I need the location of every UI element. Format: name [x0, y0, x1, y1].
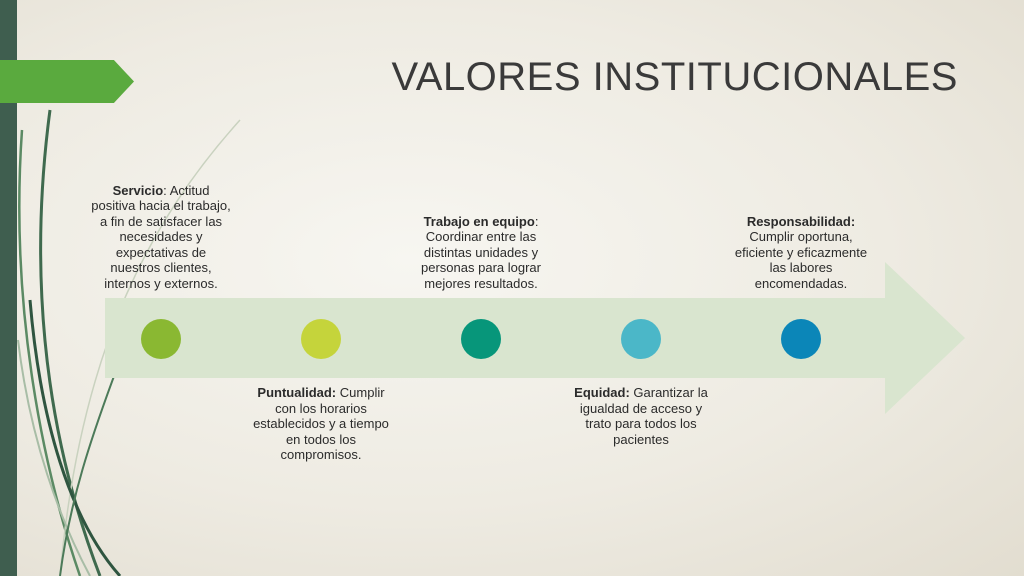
timeline-node-responsabilidad [781, 319, 821, 359]
value-name: Puntualidad: [257, 385, 337, 400]
value-label-servicio: Servicio: Actitud positiva hacia el trab… [91, 182, 231, 291]
value-label-puntualidad: Puntualidad: Cumplir con los horarios es… [251, 385, 391, 463]
value-description: Cumplir con los horarios establecidos y … [253, 385, 389, 462]
value-name: Responsabilidad: [746, 213, 856, 229]
timeline-node-puntualidad [301, 319, 341, 359]
value-label-trabajo-en-equipo: Trabajo en equipo: Coordinar entre las d… [421, 213, 541, 291]
value-description: Actitud positiva hacia el trabajo, a fin… [91, 182, 231, 291]
value-name: Equidad: [574, 385, 630, 400]
left-sidebar-bar [0, 0, 17, 576]
decorative-grass-lines [17, 109, 241, 576]
timeline-node-servicio [141, 319, 181, 359]
value-description: Coordinar entre las distintas unidades y… [421, 229, 541, 291]
timeline-node-equidad [621, 319, 661, 359]
value-description: Cumplir oportuna, eficiente y eficazment… [734, 229, 868, 291]
value-name: Trabajo en equipo [423, 213, 535, 229]
value-label-equidad: Equidad: Garantizar la igualdad de acces… [571, 385, 711, 447]
green-arrow-tab [0, 60, 134, 103]
value-label-responsabilidad: Responsabilidad: Cumplir oportuna, efici… [731, 214, 871, 292]
value-description: Garantizar la igualdad de acceso y trato… [579, 385, 708, 447]
timeline-node-trabajo-en-equipo [461, 319, 501, 359]
value-name: Servicio [112, 182, 164, 198]
page-title: VALORES INSTITUCIONALES [391, 55, 958, 99]
